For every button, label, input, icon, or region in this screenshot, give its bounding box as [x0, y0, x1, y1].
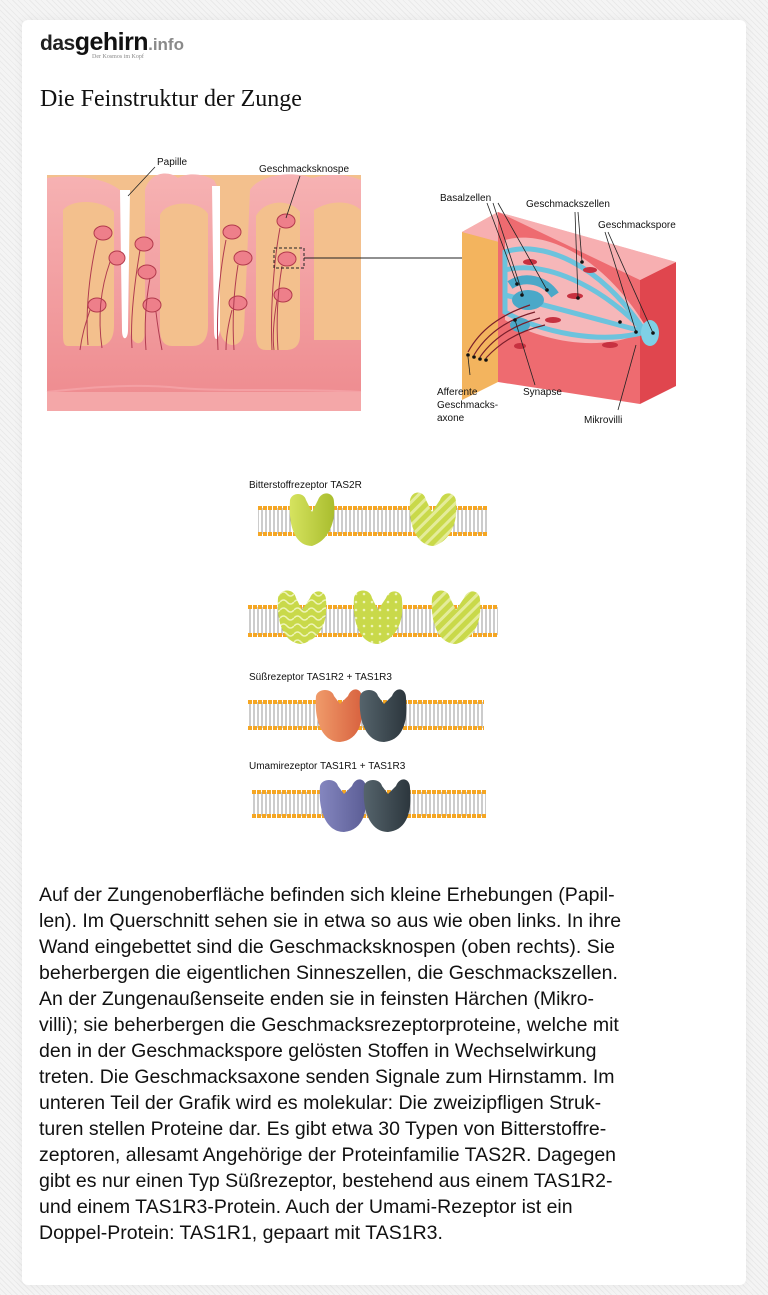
body-line: unteren Teil der Grafik wird es molekula…	[39, 1092, 602, 1114]
site-logo[interactable]: dasgehirn.info	[40, 28, 184, 57]
knospe-pointer	[285, 175, 301, 219]
logo-das: das	[40, 32, 75, 55]
logo-info: .info	[148, 35, 184, 54]
nerve-fibers	[79, 227, 283, 351]
bitter-receptor-1	[289, 493, 335, 546]
body-line: An der Zungenaußenseite enden sie in fei…	[39, 988, 594, 1010]
body-line: gibt es nur einen Typ Süßrezeptor, beste…	[39, 1170, 613, 1192]
bitter-receptor-3	[277, 590, 327, 644]
label-afferente-1: Afferente	[437, 387, 478, 398]
body-line: und einem TAS1R3-Protein. Auch der Umami…	[39, 1196, 573, 1218]
papilla-diagram: Papille Geschmacksknospe	[46, 157, 676, 426]
label-afferente-2: Geschmacks-	[437, 400, 498, 411]
label-afferente-3: axone	[437, 413, 465, 424]
label-mikrovilli: Mikrovilli	[584, 415, 622, 426]
bitter-receptor-4	[353, 590, 403, 644]
label-umami: Umamirezeptor TAS1R1 + TAS1R3	[249, 761, 406, 772]
body-line: villi); sie beherbergen die Geschmacksre…	[39, 1014, 619, 1036]
body-line: treten. Die Geschmacksaxone senden Signa…	[39, 1066, 615, 1088]
body-line: turen stellen Proteine dar. Es gibt etwa…	[39, 1118, 607, 1140]
body-line: Doppel-Protein: TAS1R1, gepaart mit TAS1…	[39, 1222, 443, 1244]
suess-receptor-tas1r3	[359, 689, 407, 742]
suess-receptor-tas1r2	[315, 689, 363, 742]
connective-layer	[47, 392, 361, 411]
label-synapse: Synapse	[523, 387, 562, 398]
logo-gehirn: gehirn	[74, 28, 149, 56]
label-bitter: Bitterstoffrezeptor TAS2R	[249, 480, 362, 491]
umami-receptor-tas1r1	[319, 779, 367, 832]
body-line: Wand eingebettet sind die Geschmacksknos…	[39, 936, 615, 958]
bitter-receptor-5	[431, 590, 481, 644]
label-papille: Papille	[157, 157, 187, 168]
body-line: Auf der Zungenoberfläche befinden sich k…	[39, 884, 615, 906]
label-suess: Süßrezeptor TAS1R2 + TAS1R3	[249, 672, 392, 683]
bitter-receptor-2	[409, 492, 457, 546]
receptor-diagram: Bitterstoffrezeptor TAS2R Süßrezeptor TA…	[248, 480, 498, 832]
label-geschmacksknospe: Geschmacksknospe	[259, 164, 349, 175]
page-title: Die Feinstruktur der Zunge	[40, 86, 302, 112]
logo-tagline: Der Kosmos im Kopf	[92, 54, 144, 60]
body-line: len). Im Querschnitt sehen sie in etwa s…	[39, 910, 622, 932]
taste-bud-block	[462, 202, 676, 411]
body-line: beherbergen die eigentlichen Sinneszelle…	[39, 962, 618, 984]
label-geschmackszellen: Geschmackszellen	[526, 199, 610, 210]
taste-buds	[87, 213, 297, 313]
epithelium-outline	[46, 384, 362, 393]
umami-receptor-tas1r3	[363, 779, 411, 832]
body-line: den in der Geschmackspore gelösten Stoff…	[39, 1040, 597, 1062]
papille-pointer	[127, 166, 156, 197]
papilla-cores	[63, 201, 361, 350]
label-geschmackspore: Geschmackspore	[598, 220, 676, 231]
body-line: zeptoren, allesamt Angehörige der Protei…	[39, 1144, 617, 1166]
label-basalzellen: Basalzellen	[440, 193, 491, 204]
description-text: Auf der Zungenoberfläche befinden sich k…	[39, 882, 739, 1246]
